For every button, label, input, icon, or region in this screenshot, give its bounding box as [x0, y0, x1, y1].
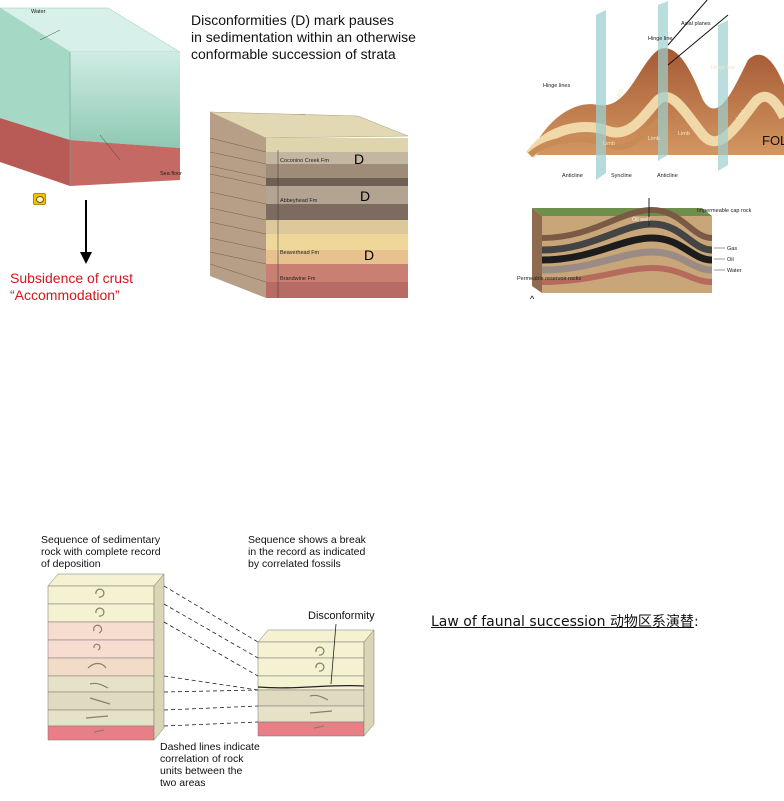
law-colon: :: [693, 614, 699, 630]
note-icon[interactable]: [33, 193, 46, 205]
hinge-line-label: Hinge line: [711, 65, 735, 71]
gas-label: Gas: [727, 246, 737, 252]
limb-label: Limb: [648, 136, 660, 142]
water-label: Water: [727, 268, 742, 274]
formation-label: Abbeyhead Fm: [280, 198, 318, 204]
water-label: Water: [31, 9, 46, 15]
oil-trap-diagram: Oil well Impermeable cap rock Gas Oil Wa…: [517, 198, 752, 304]
law-of-faunal-succession: Law of faunal succession 动物区系演替:: [431, 611, 699, 631]
faunal-succession-diagram: [47, 573, 375, 741]
disconformity-label: Disconformity: [308, 610, 375, 622]
anticline-label: Anticline: [657, 173, 678, 179]
down-arrow-icon: [80, 200, 92, 264]
formation-label: Beaverhead Fm: [280, 250, 320, 256]
hinge-lines-label: Hinge lines: [543, 83, 570, 89]
disconformity-caption: Disconformities (D) mark pauses in sedim…: [191, 12, 416, 62]
right-sequence-caption: Sequence shows a break in the record as …: [248, 534, 366, 570]
hinge-line-label: Hinge line: [648, 36, 672, 42]
oil-well-label: Oil well: [632, 217, 650, 223]
water-subsidence-diagram: Water Sea floor: [0, 7, 182, 186]
permeable-label: Permeable reservoir rocks: [517, 276, 581, 282]
strata-block-diagram: Coconino Creek Fm Abbeyhead Fm Beaverhea…: [209, 111, 409, 298]
formation-label: Coconino Creek Fm: [280, 158, 329, 164]
dashed-lines-caption: Dashed lines indicate correlation of roc…: [160, 741, 260, 789]
folds-diagram: Axial planes Hinge line Hinge lines Hing…: [525, 0, 784, 180]
limb-label: Limb: [603, 141, 615, 147]
caret-mark: ^: [530, 294, 535, 304]
seafloor-label: Sea floor: [160, 171, 182, 177]
cap-rock-label: Impermeable cap rock: [697, 208, 752, 214]
d-marker: D: [354, 151, 364, 167]
formation-label: Brandwine Fm: [280, 276, 316, 282]
law-title: Law of faunal succession 动物区系演替: [431, 614, 694, 630]
limb-label: Limb: [615, 88, 626, 101]
limb-label: Limb: [678, 131, 690, 137]
left-sequence-caption: Sequence of sedimentary rock with comple…: [41, 534, 161, 570]
d-marker: D: [364, 247, 374, 263]
axial-planes-label: Axial planes: [681, 21, 711, 27]
cut-off-text: FOL: [762, 133, 784, 148]
d-marker: D: [360, 188, 370, 204]
subsidence-label: Subsidence of crust “Accommodation”: [10, 270, 133, 303]
syncline-label: Syncline: [611, 173, 632, 179]
anticline-label: Anticline: [562, 173, 583, 179]
oil-label: Oil: [727, 257, 734, 263]
